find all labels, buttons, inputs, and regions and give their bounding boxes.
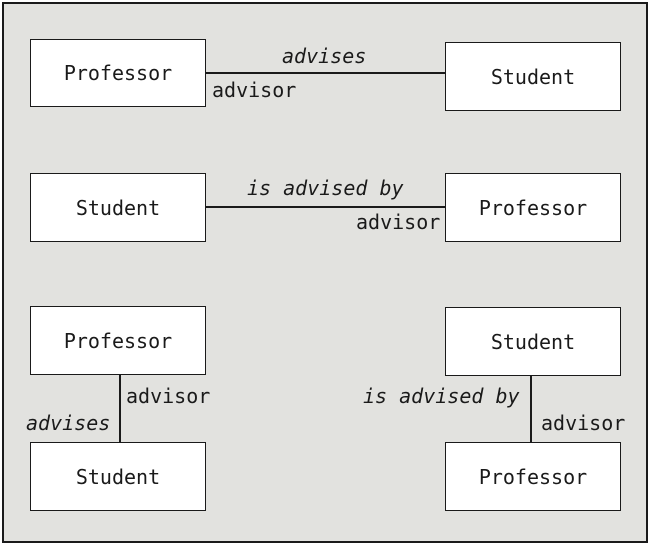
box-label: Professor xyxy=(478,464,588,489)
box-label: Professor xyxy=(63,61,173,85)
relationship-label: is advised by xyxy=(247,176,404,200)
role-label: advisor xyxy=(541,411,626,435)
role-label: advisor xyxy=(356,210,441,234)
box-label: Student xyxy=(490,329,576,354)
box-label: Student xyxy=(75,464,161,489)
student-box: Student xyxy=(30,442,206,511)
professor-box: Professor xyxy=(445,442,621,511)
student-box: Student xyxy=(30,173,206,242)
association-line xyxy=(206,72,446,74)
relationship-label: is advised by xyxy=(363,384,520,408)
relationship-label: advises xyxy=(26,411,111,435)
box-label: Student xyxy=(490,64,576,89)
professor-box: Professor xyxy=(445,173,621,242)
association-line xyxy=(206,206,446,208)
student-box: Student xyxy=(445,42,621,111)
box-label: Student xyxy=(75,195,161,220)
box-label: Professor xyxy=(63,328,173,353)
role-label: advisor xyxy=(126,384,211,408)
professor-box: Professor xyxy=(30,39,206,107)
association-line xyxy=(119,375,121,443)
relationship-label: advises xyxy=(282,44,367,68)
box-label: Professor xyxy=(478,195,588,220)
association-line xyxy=(530,376,532,443)
student-box: Student xyxy=(445,307,621,376)
role-label: advisor xyxy=(212,78,297,102)
professor-box: Professor xyxy=(30,306,206,375)
